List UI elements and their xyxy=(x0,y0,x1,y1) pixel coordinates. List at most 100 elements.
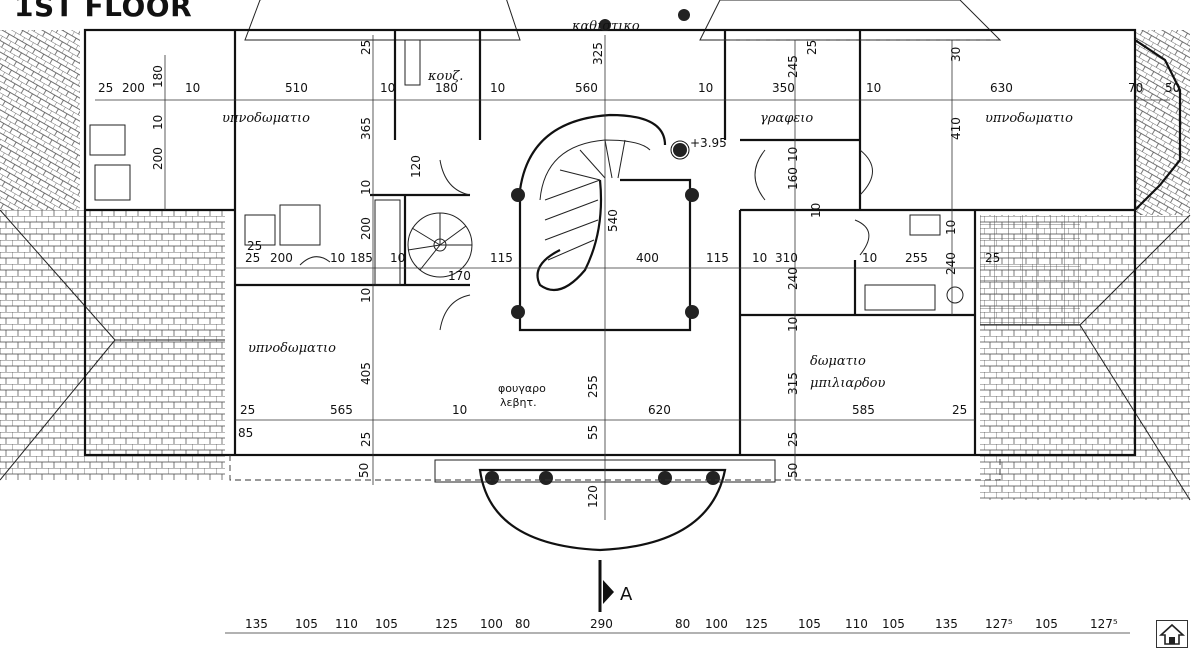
dim-label: 50 xyxy=(786,463,800,478)
dim-label: 25 xyxy=(786,432,800,447)
dim-label: 325 xyxy=(591,42,605,65)
dim-label: 255 xyxy=(905,251,928,265)
dim-label: 25 xyxy=(805,40,819,55)
dim-label: 200 xyxy=(122,81,145,95)
section-mark: A xyxy=(620,584,633,605)
dim-label: 10 xyxy=(359,180,373,195)
dim-label: 565 xyxy=(330,403,353,417)
dim-label: 10 xyxy=(452,403,467,417)
level-mark: +3.95 xyxy=(690,136,727,150)
dim-label: 10 xyxy=(866,81,881,95)
dim-label-bottom: 110 xyxy=(335,617,358,631)
dim-label: 10 xyxy=(390,251,405,265)
dim-label: 400 xyxy=(636,251,659,265)
dim-label: 10 xyxy=(359,288,373,303)
dim-label: 10 xyxy=(490,81,505,95)
dim-label: 410 xyxy=(949,117,963,140)
dim-label-bottom: 290 xyxy=(590,617,613,631)
dim-label: 25 xyxy=(245,251,260,265)
dim-label: 560 xyxy=(575,81,598,95)
dim-label: 10 xyxy=(380,81,395,95)
roof-left-top xyxy=(0,30,80,210)
dim-label: 25 xyxy=(985,251,1000,265)
dim-label: 10 xyxy=(752,251,767,265)
terrace xyxy=(478,468,727,552)
dim-label: 180 xyxy=(435,81,458,95)
room-label-bedroom-nw: υπνοδωματιο xyxy=(222,111,310,126)
dim-label: 10 xyxy=(944,220,958,235)
dim-label: 350 xyxy=(772,81,795,95)
dim-label: 120 xyxy=(409,155,423,178)
dim-label: 10 xyxy=(862,251,877,265)
dim-label: 185 xyxy=(350,251,373,265)
room-label-bedroom-sw: υπνοδωματιο xyxy=(248,341,336,356)
dim-label: 10 xyxy=(698,81,713,95)
dim-label: 160 xyxy=(786,167,800,190)
dim-label-bottom: 105 xyxy=(295,617,318,631)
dim-label: 115 xyxy=(706,251,729,265)
dim-label-bottom: 135 xyxy=(245,617,268,631)
dim-label: 25 xyxy=(359,40,373,55)
dim-label: 10 xyxy=(185,81,200,95)
dim-label: 240 xyxy=(944,252,958,275)
room-label-bedroom-ne: υπνοδωματιο xyxy=(985,111,1073,126)
room-label-living: καθιστικο xyxy=(571,19,640,34)
dim-label: 630 xyxy=(990,81,1013,95)
dim-label: 200 xyxy=(270,251,293,265)
dim-label-bottom: 110 xyxy=(845,617,868,631)
dim-label: 10 xyxy=(330,251,345,265)
dim-label: 85 xyxy=(238,426,253,440)
dim-label: 50 xyxy=(1165,81,1180,95)
dim-label: 245 xyxy=(786,55,800,78)
dim-label: 10 xyxy=(809,203,823,218)
dim-label-bottom: 125 xyxy=(435,617,458,631)
title-box xyxy=(0,0,245,18)
roof-left-bottom xyxy=(0,210,225,480)
dim-label: 365 xyxy=(359,117,373,140)
dim-label-bottom: 105 xyxy=(882,617,905,631)
dim-label-bottom: 105 xyxy=(375,617,398,631)
dim-label: 240 xyxy=(786,267,800,290)
dim-label-bottom: 125 xyxy=(745,617,768,631)
dim-label: 255 xyxy=(586,375,600,398)
dim-label: 25 xyxy=(247,239,262,253)
outer-walls xyxy=(83,28,1137,457)
dim-label-bottom: 105 xyxy=(798,617,821,631)
dim-label: 10 xyxy=(786,317,800,332)
room-label-office: γραφειο xyxy=(760,111,813,126)
dim-label: 200 xyxy=(151,147,165,170)
dim-label-bottom: 127⁵ xyxy=(1090,617,1118,631)
dim-label: 510 xyxy=(285,81,308,95)
dim-label-bottom: 100 xyxy=(705,617,728,631)
home-button[interactable] xyxy=(1156,620,1188,648)
dim-label: 200 xyxy=(359,217,373,240)
dim-label-bottom: 80 xyxy=(675,617,690,631)
dim-label: 55 xyxy=(586,425,600,440)
room-label-heater-1: φουγαρο xyxy=(498,382,546,395)
dim-label: 25 xyxy=(240,403,255,417)
dim-label-bottom: 127⁵ xyxy=(985,617,1013,631)
dim-label-bottom: 105 xyxy=(1035,617,1058,631)
dim-label: 170 xyxy=(448,269,471,283)
floor-title: 1ST FLOOR xyxy=(14,0,193,23)
roof-right-top xyxy=(1135,30,1190,215)
dim-label: 30 xyxy=(949,47,963,62)
dim-label: 315 xyxy=(786,372,800,395)
dim-label: 120 xyxy=(586,485,600,508)
dim-label: 585 xyxy=(852,403,875,417)
dim-label: 405 xyxy=(359,362,373,385)
room-label-billiard-1: δωματιο xyxy=(810,354,866,369)
room-label-billiard-2: μπιλιαρδου xyxy=(810,376,886,391)
dim-label: 310 xyxy=(775,251,798,265)
dim-label: 25 xyxy=(359,432,373,447)
home-icon xyxy=(1158,623,1186,645)
room-label-heater-2: λεβητ. xyxy=(500,396,537,409)
dim-label: 25 xyxy=(952,403,967,417)
dim-label-bottom: 135 xyxy=(935,617,958,631)
dim-label: 10 xyxy=(151,115,165,130)
dim-label-bottom: 80 xyxy=(515,617,530,631)
dim-label: 10 xyxy=(786,147,800,162)
